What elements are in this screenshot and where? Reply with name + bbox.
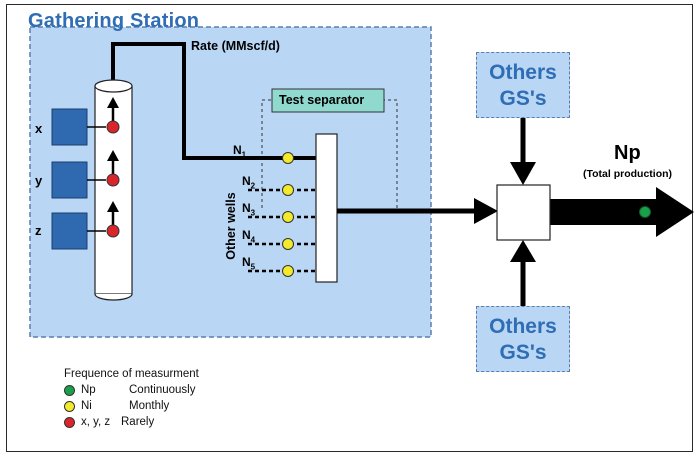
well-x xyxy=(51,97,120,146)
monthly-measurement-dots xyxy=(282,152,294,277)
measurement-dot-n3 xyxy=(282,211,294,223)
gathering-station-area xyxy=(29,26,432,338)
station-output-arrowhead xyxy=(474,198,498,224)
others-gs-bottom-line2: GS's xyxy=(499,341,547,364)
line-label-n3: N3 xyxy=(242,201,256,218)
legend-code: Ni xyxy=(81,400,92,412)
well-label-x: x xyxy=(35,121,43,136)
legend-dot-green xyxy=(64,385,75,396)
gathering-station-title: Gathering Station xyxy=(28,10,200,32)
others-gs-top: Others GS's xyxy=(476,52,570,118)
well-z xyxy=(51,201,120,250)
well-label-z: z xyxy=(35,223,42,238)
legend-code: x, y, z xyxy=(81,416,111,428)
rate-label: Rate (MMscf/d) xyxy=(191,39,280,53)
rate-pipe xyxy=(111,42,316,160)
legend-dot-red xyxy=(64,417,75,428)
test-separator-label: Test separator xyxy=(279,93,365,107)
well-box-z xyxy=(51,212,88,250)
line-label-n2: N2 xyxy=(242,174,256,191)
total-production-sublabel: (Total production) xyxy=(583,168,673,180)
well-box-x xyxy=(51,108,88,146)
well-column xyxy=(94,79,133,301)
others-gs-bottom: Others GS's xyxy=(476,306,570,372)
other-wells-label: Other wells xyxy=(224,192,238,260)
others-gs-top-line2: GS's xyxy=(499,87,547,110)
legend-desc: Rarely xyxy=(121,416,155,428)
well-y xyxy=(51,150,120,199)
well-label-y: y xyxy=(35,173,43,188)
others-top-arrowhead xyxy=(510,162,536,185)
measurement-dot-n1 xyxy=(282,152,294,164)
line-label-n4: N4 xyxy=(242,228,256,245)
total-production-label: Np xyxy=(614,142,641,164)
measurement-dot-y xyxy=(106,173,120,187)
total-production-arrowhead xyxy=(656,187,694,237)
test-separator-box xyxy=(271,88,385,113)
measurement-dot-np xyxy=(639,206,651,218)
measurement-dot-n5 xyxy=(282,265,294,277)
legend-dot-yellow xyxy=(64,401,75,412)
line-label-n1: N1 xyxy=(233,143,247,160)
others-gs-bottom-line1: Others xyxy=(489,315,557,338)
measurement-dot-n2 xyxy=(282,184,294,196)
legend-desc: Monthly xyxy=(129,400,170,412)
well-box-y xyxy=(51,161,88,199)
other-wells-lines xyxy=(248,188,316,273)
manifold xyxy=(315,133,338,283)
collection-node xyxy=(496,184,551,241)
others-bottom-arrowhead xyxy=(510,240,536,262)
legend-title: Frequence of measurment xyxy=(64,368,199,380)
measurement-dot-x xyxy=(106,120,120,134)
measurement-dot-z xyxy=(106,224,120,238)
line-label-n5: N5 xyxy=(242,255,256,272)
others-gs-top-line1: Others xyxy=(489,61,557,84)
legend-code: Np xyxy=(81,384,96,396)
legend-desc: Continuously xyxy=(129,384,196,396)
measurement-dot-n4 xyxy=(282,238,294,250)
